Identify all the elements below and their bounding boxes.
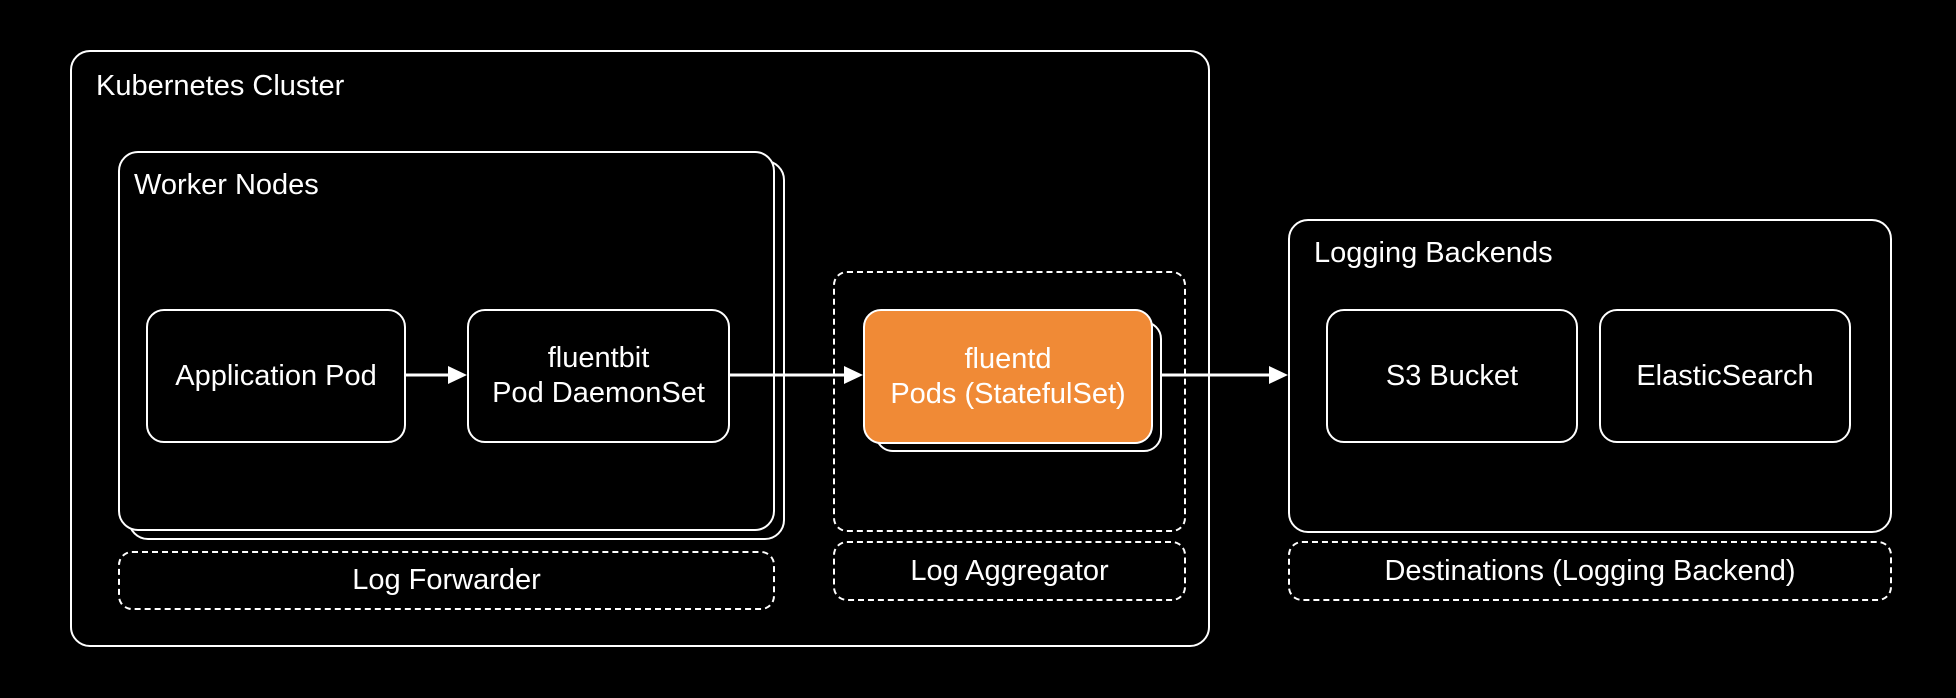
fluentbit-label-line2: Pod DaemonSet (492, 377, 705, 409)
elasticsearch-label: ElasticSearch (1636, 359, 1814, 392)
log-aggregator-label-box: Log Aggregator (833, 541, 1186, 601)
log-aggregator-group (833, 271, 1186, 532)
fluentd-label-line2: Pods (StatefulSet) (890, 377, 1126, 410)
log-forwarder-label: Log Forwarder (352, 564, 541, 596)
elasticsearch-node: ElasticSearch (1599, 309, 1851, 443)
application-pod-label: Application Pod (175, 359, 377, 392)
fluentbit-daemonset-node: fluentbit Pod DaemonSet (467, 309, 730, 443)
log-forwarder-group: Log Forwarder (118, 551, 775, 610)
fluentd-label-line1: fluentd (964, 342, 1052, 375)
kubernetes-cluster-title: Kubernetes Cluster (96, 70, 345, 102)
application-pod-node: Application Pod (146, 309, 406, 443)
fluentd-statefulset-node: fluentd Pods (StatefulSet) (863, 309, 1153, 444)
worker-nodes-title: Worker Nodes (134, 169, 319, 201)
log-aggregator-label: Log Aggregator (910, 554, 1109, 587)
fluentbit-label-line1: fluentbit (547, 342, 650, 375)
s3-bucket-node: S3 Bucket (1326, 309, 1578, 443)
logging-backends-title: Logging Backends (1314, 237, 1553, 269)
destinations-label-box: Destinations (Logging Backend) (1288, 541, 1892, 601)
s3-bucket-label: S3 Bucket (1385, 359, 1519, 392)
destinations-label: Destinations (Logging Backend) (1384, 554, 1796, 587)
